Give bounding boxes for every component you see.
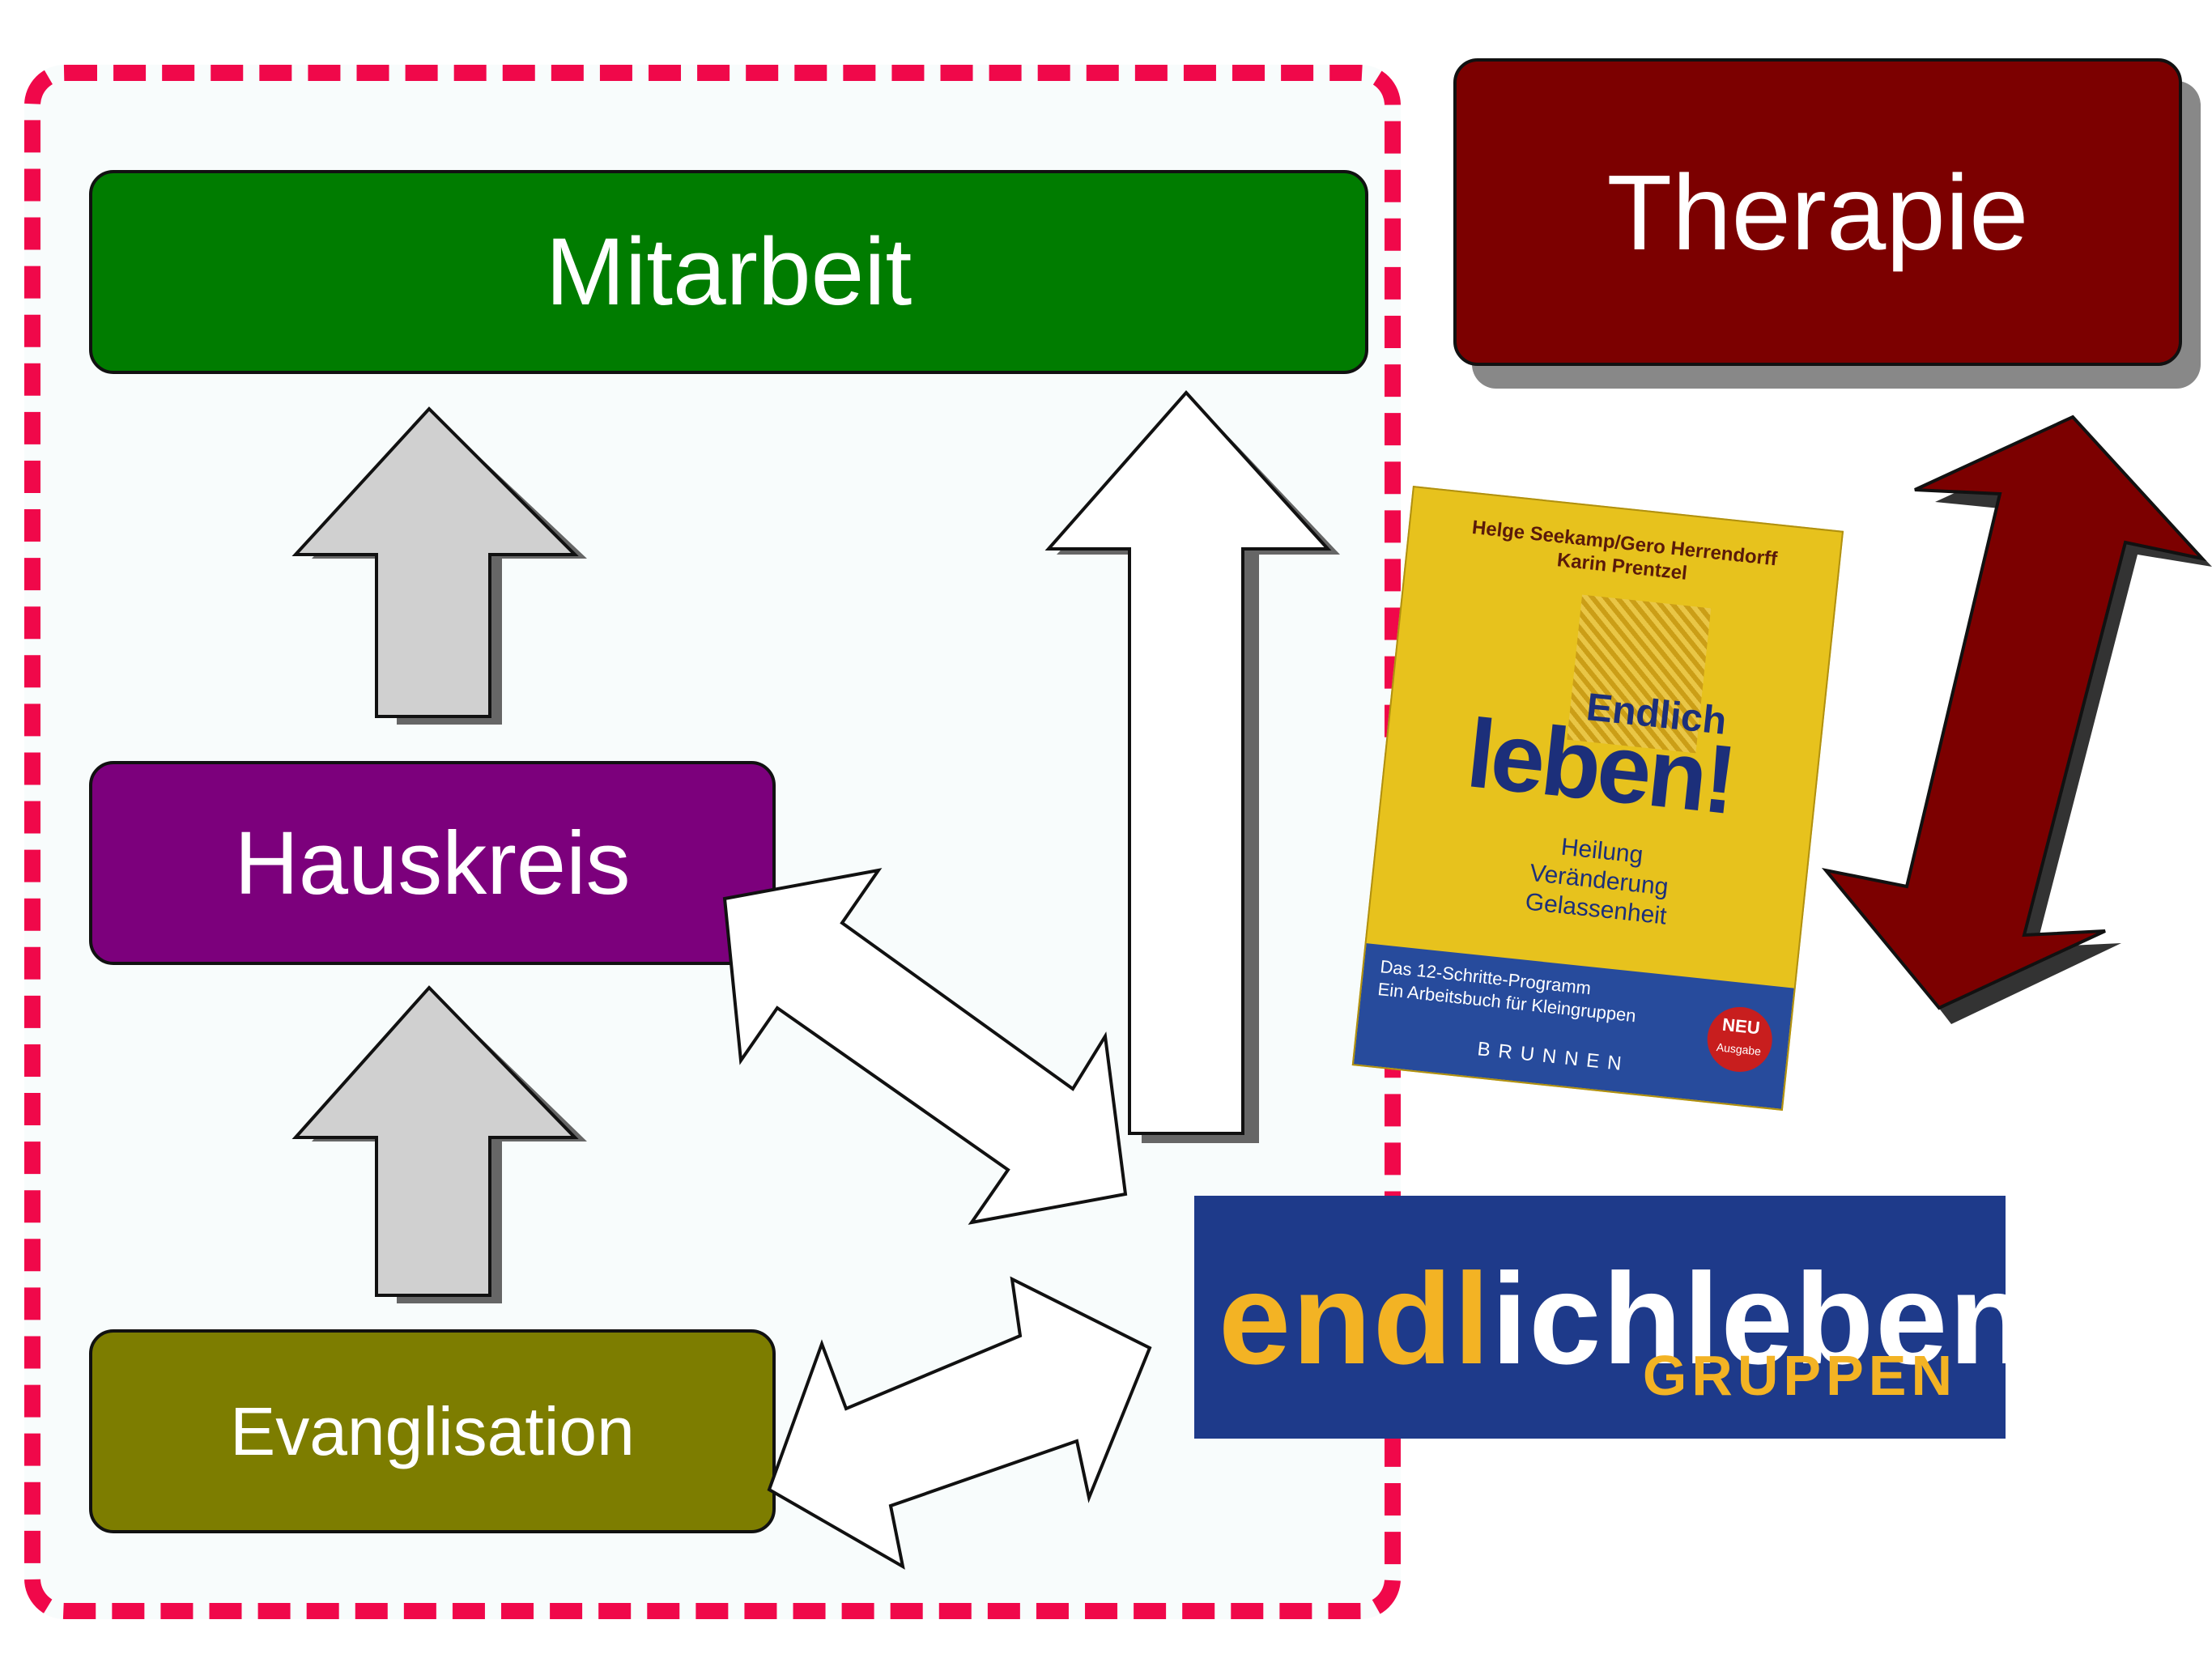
up-arrow-2 — [291, 985, 579, 1297]
hauskreis-label: Hauskreis — [234, 813, 631, 913]
evangelisation-double-arrow — [767, 1276, 1152, 1570]
logo-wordmark: endlichleben — [1219, 1246, 2030, 1391]
book-subtitle: Heilung Veränderung Gelassenheit — [1524, 833, 1670, 930]
evangelisation-label: Evanglisation — [230, 1392, 635, 1469]
up-arrow-1 — [291, 406, 579, 718]
mitarbeit-box[interactable]: Mitarbeit — [89, 170, 1368, 374]
therapie-double-arrow — [1821, 414, 2207, 1010]
mitarbeit-label: Mitarbeit — [545, 219, 912, 325]
book-cover-image: Helge Seekamp/Gero Herrendorff Karin Pre… — [1351, 486, 1844, 1111]
logo-subtitle: GRUPPEN — [1642, 1344, 1957, 1407]
evangelisation-box[interactable]: Evanglisation — [89, 1329, 776, 1533]
therapie-label: Therapie — [1606, 152, 2029, 272]
tall-up-arrow — [1044, 389, 1332, 1135]
therapie-box[interactable]: Therapie — [1453, 58, 2182, 366]
endlichleben-logo[interactable]: endlichleben GRUPPEN — [1194, 1196, 2028, 1439]
hauskreis-box[interactable]: Hauskreis — [89, 761, 776, 965]
hauskreis-double-arrow — [722, 868, 1128, 1225]
book-authors: Helge Seekamp/Gero Herrendorff Karin Pre… — [1470, 516, 1779, 585]
